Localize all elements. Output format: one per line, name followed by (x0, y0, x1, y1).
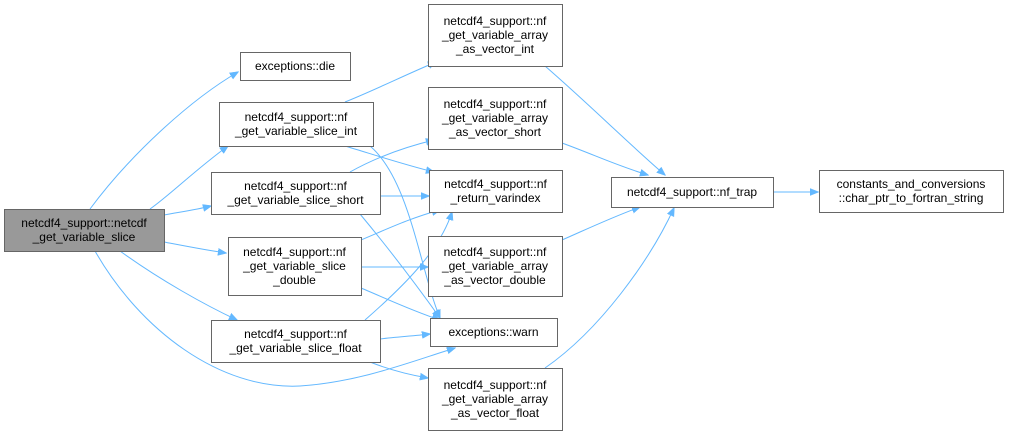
node-arr-double[interactable]: netcdf4_support::nf_get_variable_array_a… (428, 236, 563, 297)
node-label-line: _get_variable_slice (32, 230, 136, 244)
edge-root-to-slice-int (149, 146, 228, 210)
node-label-line: _get_variable_slice (242, 259, 346, 273)
node-label-line: _as_vector_short (448, 125, 542, 139)
node-slice-float[interactable]: netcdf4_support::nf_get_variable_slice_f… (211, 320, 381, 363)
node-label-line: constants_and_conversions (837, 177, 986, 191)
node-box (430, 318, 558, 347)
edge-slice_float-to-return-varindex (364, 212, 452, 321)
node-label-line: exceptions::warn (448, 325, 538, 339)
node-box (819, 170, 1004, 213)
node-label-line: netcdf4_support::netcdf (21, 216, 147, 230)
node-label-line: _get_variable_array (441, 28, 548, 42)
edge-arr_short-to-nf-trap (561, 142, 648, 175)
node-box (428, 236, 563, 297)
node-label-line: netcdf4_support::nf (243, 245, 346, 259)
node-label-line: _get_variable_slice_short (226, 193, 364, 207)
node-label-line: _get_variable_array (441, 392, 548, 406)
node-slice-double[interactable]: netcdf4_support::nf_get_variable_slice_d… (228, 237, 362, 296)
edge-slice_int-to-warn (369, 145, 440, 318)
node-slice-int[interactable]: netcdf4_support::nf_get_variable_slice_i… (219, 102, 374, 147)
node-box (211, 320, 381, 363)
node-box (429, 170, 563, 213)
node-label-line: _as_vector_double (443, 273, 546, 287)
node-box (611, 177, 774, 208)
node-box (428, 368, 563, 431)
node-arr-int[interactable]: netcdf4_support::nf_get_variable_array_a… (428, 4, 563, 67)
node-label-line: _get_variable_array (441, 111, 548, 125)
nodes-layer: netcdf4_support::netcdf_get_variable_sli… (4, 4, 1004, 431)
node-label-line: netcdf4_support::nf (444, 14, 547, 28)
edge-arr_int-to-nf-trap (544, 65, 665, 175)
edge-slice_int-to-arr-int (344, 62, 436, 103)
node-box (4, 209, 165, 252)
edge-root-to-warn (94, 250, 455, 387)
node-arr-float[interactable]: netcdf4_support::nf_get_variable_array_a… (428, 368, 563, 431)
node-label-line: _get_variable_slice_float (228, 341, 362, 355)
node-char-ptr[interactable]: constants_and_conversions::char_ptr_to_f… (819, 170, 1004, 213)
node-box (428, 87, 563, 150)
edge-arr_double-to-nf-trap (561, 207, 640, 241)
node-warn[interactable]: exceptions::warn (430, 318, 558, 347)
node-box (428, 4, 563, 67)
edge-root-to-slice-short (163, 206, 211, 216)
node-box (240, 52, 351, 81)
node-box (219, 102, 374, 147)
node-nf-trap[interactable]: netcdf4_support::nf_trap (611, 177, 774, 208)
node-arr-short[interactable]: netcdf4_support::nf_get_variable_array_a… (428, 87, 563, 150)
edge-root-to-die (89, 72, 238, 210)
node-label-line: netcdf4_support::nf (244, 327, 347, 341)
edge-arr_float-to-nf-trap (544, 208, 674, 369)
node-label-line: _get_variable_slice_int (234, 124, 358, 138)
edge-slice_float-to-arr-float (369, 361, 428, 378)
node-label-line: ::char_ptr_to_fortran_string (839, 191, 984, 205)
node-label-line: netcdf4_support::nf (444, 245, 547, 259)
edge-slice_double-to-warn (360, 287, 440, 320)
node-label-line: _as_vector_float (450, 406, 540, 420)
edge-root-to-slice-float (119, 250, 237, 320)
node-slice-short[interactable]: netcdf4_support::nf_get_variable_slice_s… (211, 172, 381, 215)
node-label-line: netcdf4_support::nf (444, 378, 547, 392)
edge-slice_int-to-return-varindex (344, 145, 434, 172)
node-die[interactable]: exceptions::die (240, 52, 351, 81)
edge-root-to-slice-double (163, 241, 226, 253)
edge-slice_float-to-warn (379, 334, 430, 340)
node-box (211, 172, 381, 215)
node-label-line: netcdf4_support::nf (444, 97, 547, 111)
node-label-line: exceptions::die (255, 59, 335, 73)
node-root[interactable]: netcdf4_support::netcdf_get_variable_sli… (4, 209, 165, 252)
edges-layer (89, 62, 818, 387)
node-label-line: netcdf4_support::nf (244, 179, 347, 193)
node-box (228, 237, 362, 296)
node-label-line: netcdf4_support::nf (444, 177, 547, 191)
node-label-line: netcdf4_support::nf_trap (627, 185, 757, 199)
edge-slice_short-to-warn (359, 213, 440, 318)
node-label-line: _as_vector_int (455, 42, 535, 56)
node-label-line: _get_variable_array (441, 259, 548, 273)
node-label-line: _return_varindex (449, 191, 540, 205)
node-label-line: _double (272, 273, 316, 287)
edge-slice_short-to-arr-short (349, 140, 434, 173)
node-label-line: netcdf4_support::nf (245, 110, 348, 124)
node-return-varindex[interactable]: netcdf4_support::nf_return_varindex (429, 170, 563, 213)
